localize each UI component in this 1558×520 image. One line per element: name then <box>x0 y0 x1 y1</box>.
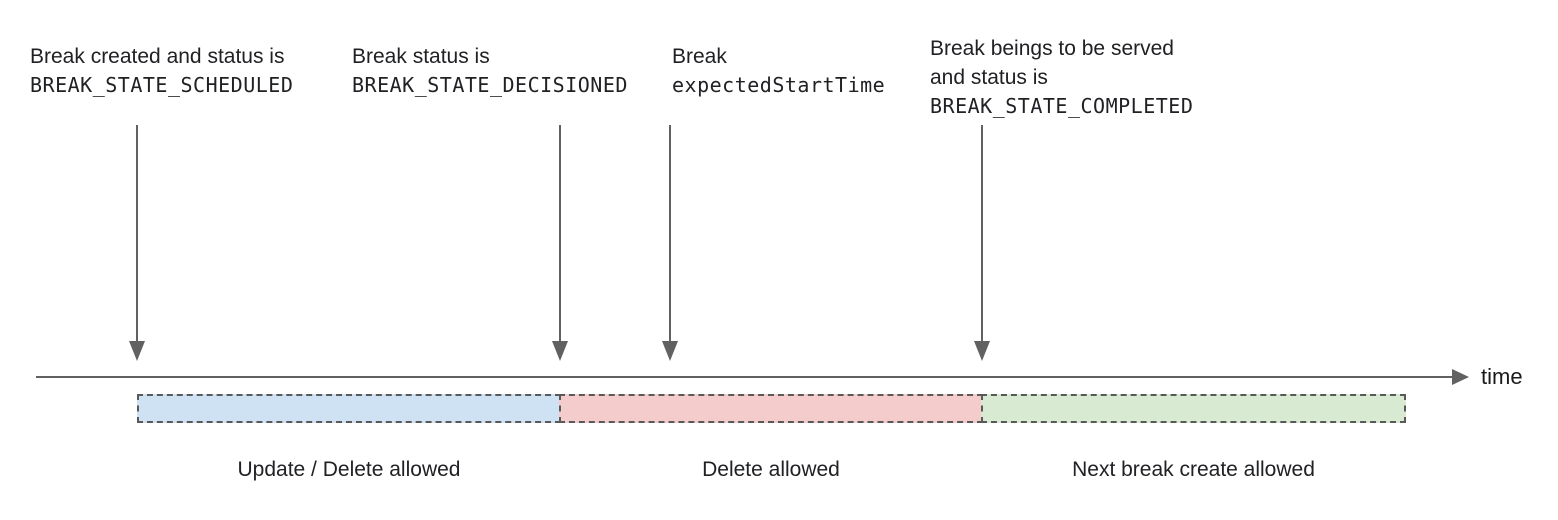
arrow-shaft <box>669 125 671 343</box>
arrow-shaft <box>559 125 561 343</box>
annotation-code: BREAK_STATE_COMPLETED <box>930 94 1194 118</box>
annotation-text: Break status is <box>352 45 490 68</box>
event-arrow-down-icon <box>662 125 678 361</box>
annotation-text: Break <box>672 45 727 68</box>
arrow-head <box>974 341 990 361</box>
timeline-axis-label: time <box>1481 364 1523 389</box>
segment-update-delete-allowed <box>137 394 561 423</box>
segment-caption: Next break create allowed <box>1072 458 1315 481</box>
segment-delete-allowed <box>559 394 983 423</box>
annotation-text: and status is <box>930 66 1048 89</box>
annotation-code: BREAK_STATE_SCHEDULED <box>30 73 294 97</box>
annotation-expected-start-time: Break expectedStartTime <box>672 42 885 100</box>
segment-next-break-create-allowed <box>981 394 1406 423</box>
arrow-shaft <box>981 125 983 343</box>
event-arrow-down-icon <box>129 125 145 361</box>
event-arrow-down-icon <box>974 125 990 361</box>
arrow-head <box>662 341 678 361</box>
event-arrow-down-icon <box>552 125 568 361</box>
annotation-break-decisioned: Break status is BREAK_STATE_DECISIONED <box>352 42 628 100</box>
annotation-text: Break created and status is <box>30 45 285 68</box>
segment-caption: Update / Delete allowed <box>237 458 461 481</box>
timeline-arrow-right-icon <box>1452 369 1469 385</box>
annotation-code: expectedStartTime <box>672 73 886 97</box>
arrow-head <box>129 341 145 361</box>
timeline-axis <box>36 376 1454 378</box>
annotation-code: BREAK_STATE_DECISIONED <box>352 73 628 97</box>
annotation-text: Break beings to be served <box>930 37 1174 60</box>
arrow-shaft <box>136 125 138 343</box>
segment-caption: Delete allowed <box>702 458 840 481</box>
annotation-break-completed: Break beings to be served and status is … <box>930 34 1193 121</box>
annotation-break-scheduled: Break created and status is BREAK_STATE_… <box>30 42 293 100</box>
arrow-head <box>552 341 568 361</box>
